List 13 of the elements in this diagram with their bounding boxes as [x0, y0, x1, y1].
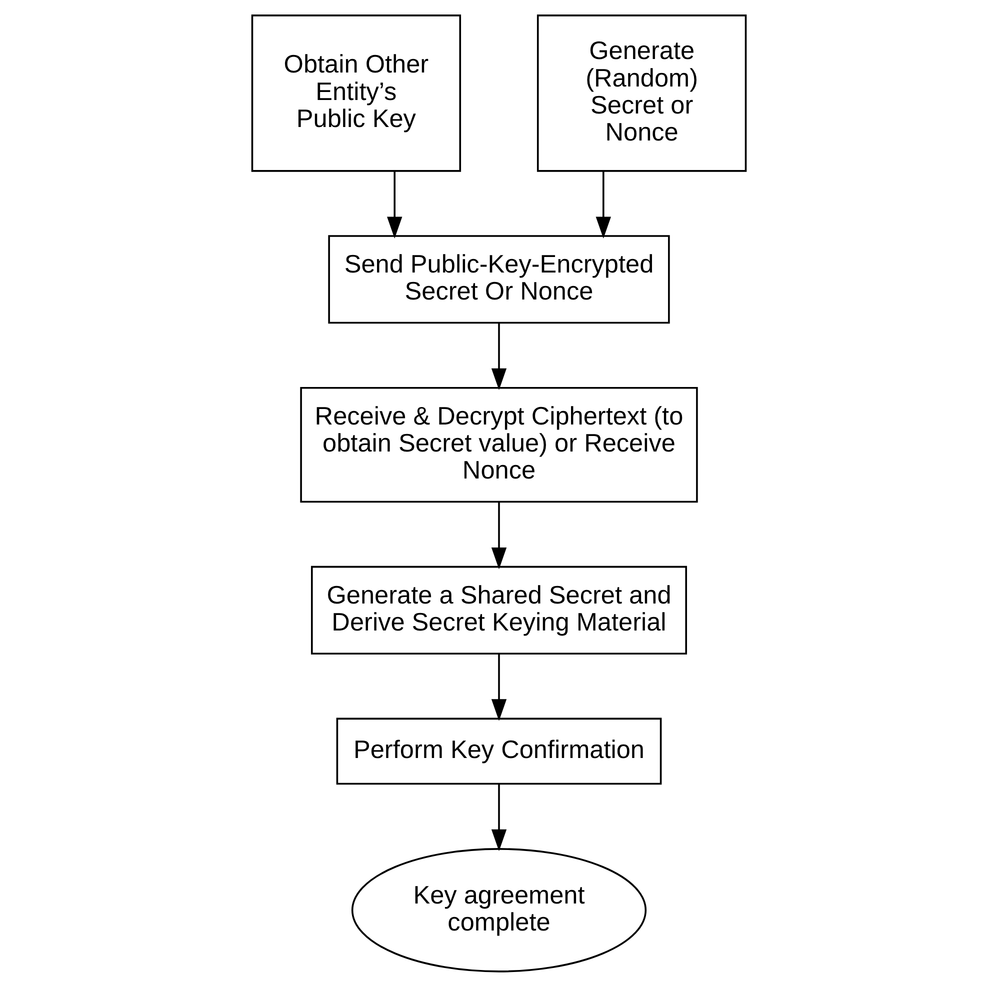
arrow — [490, 502, 506, 570]
node-box: Receive & Decrypt Ciphertext (to obtain Secret value) or Receive Nonce — [300, 386, 698, 503]
arrow — [386, 171, 402, 239]
arrow — [490, 322, 506, 390]
arrow — [490, 784, 506, 852]
arrow — [595, 171, 610, 239]
arrow — [490, 654, 506, 721]
node-box: Obtain Other Entity’s Public Key — [250, 14, 461, 172]
node-ellipse: Key agreement complete — [350, 848, 646, 972]
node-box: Generate a Shared Secret and Derive Secret Keying Material — [310, 566, 687, 654]
node-box: Send Public-Key-Encrypted Secret Or Nonce — [328, 235, 670, 324]
node-box: Perform Key Confirmation — [336, 718, 662, 785]
node-box: Generate (Random) Secret or Nonce — [536, 14, 746, 172]
